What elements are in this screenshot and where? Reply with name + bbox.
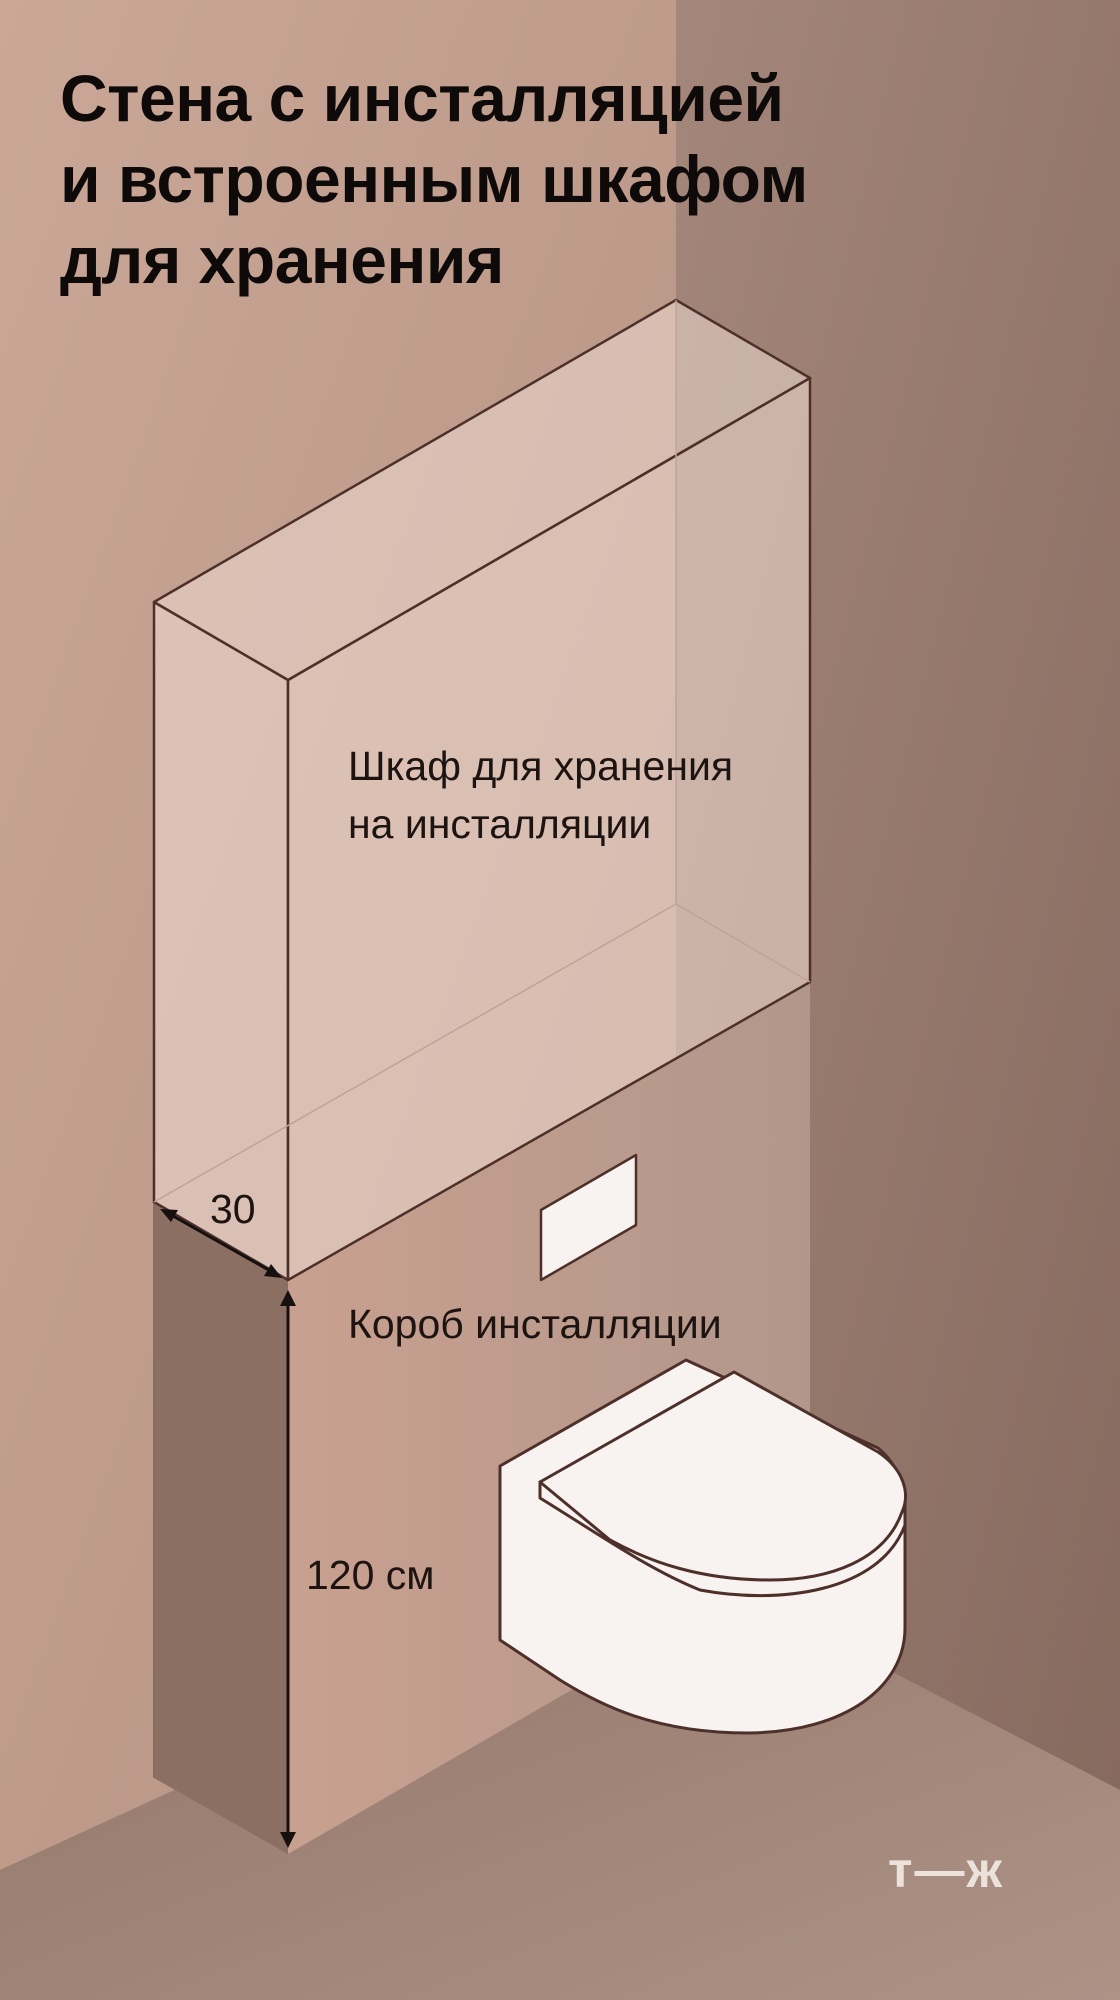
- cabinet-back-edge-left: [153, 903, 677, 1203]
- depth-arrow-head-end: [264, 1264, 282, 1278]
- cabinet-side-face: [152, 600, 290, 1282]
- installation-box-front: [288, 980, 810, 1854]
- storage-cabinet: [152, 298, 812, 1282]
- depth-dimension-label: 30: [210, 1186, 256, 1232]
- title-line-1: Стена с инсталляцией: [60, 61, 784, 135]
- depth-arrow-line: [165, 1210, 275, 1275]
- height-arrow-head-bottom: [280, 1832, 296, 1848]
- dimension-arrows: [160, 1209, 296, 1848]
- installation-box-label: Короб инсталляции: [348, 1301, 722, 1347]
- flush-plate-icon: [539, 1153, 638, 1282]
- page-title: Стена с инсталляцией и встроенным шкафом…: [60, 58, 960, 301]
- title-line-3: для хранения: [60, 223, 504, 297]
- title-line-2: и встроенным шкафом: [60, 142, 808, 216]
- cabinet-top-face: [152, 298, 812, 682]
- toilet-lid: [538, 1370, 907, 1582]
- height-arrow-head-top: [280, 1290, 296, 1306]
- brand-logo: т—ж: [888, 1842, 1004, 1898]
- cabinet-label-line-2: на инсталляции: [348, 801, 652, 847]
- cabinet-label-line-1: Шкаф для хранения: [348, 743, 734, 789]
- installation-box-side: [154, 1202, 288, 1854]
- wall-hung-toilet-icon: [498, 1358, 907, 1735]
- height-dimension-label: 120 см: [306, 1552, 435, 1598]
- depth-arrow-head-start: [160, 1209, 178, 1222]
- cabinet-label: Шкаф для хранения на инсталляции: [348, 737, 733, 853]
